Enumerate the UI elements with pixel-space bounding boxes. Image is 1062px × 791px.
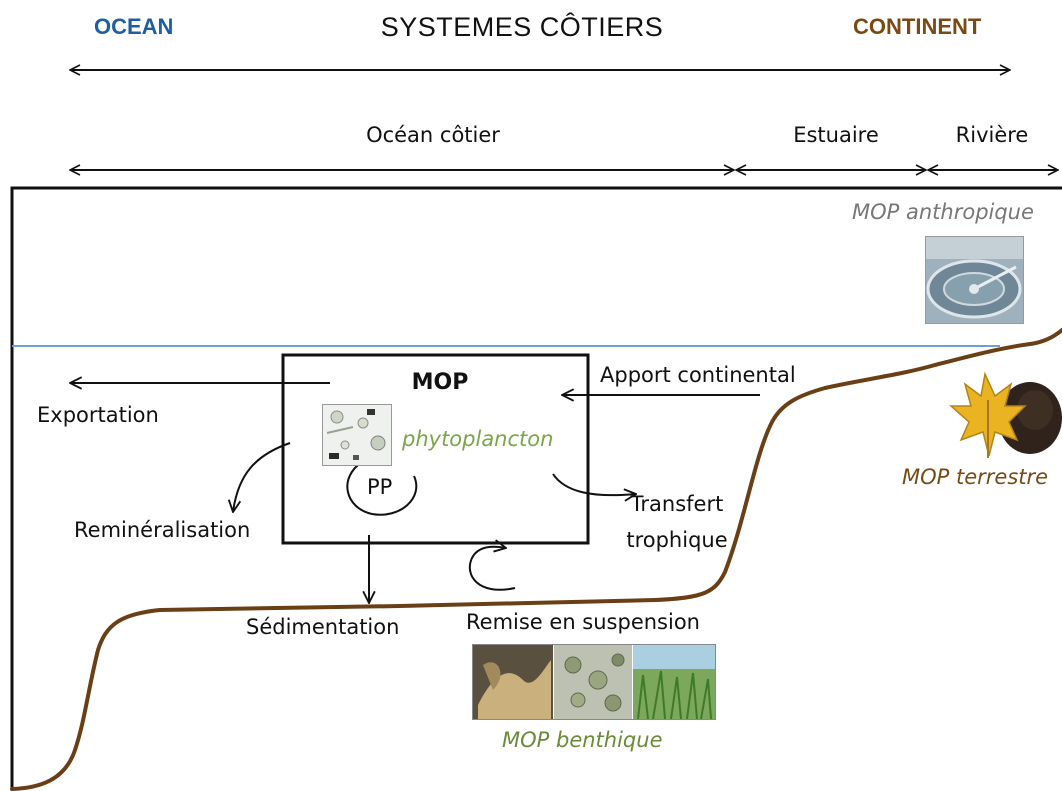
trophic-transfer-label-line1: Transfert xyxy=(630,492,724,516)
benthic-images-strip xyxy=(472,644,716,720)
benthic-mop-label: MOP benthique xyxy=(502,728,663,752)
wastewater-plant-image xyxy=(925,236,1024,324)
phytoplankton-image xyxy=(322,404,392,466)
remineralisation-label: Reminéralisation xyxy=(74,518,251,542)
seabed-profile xyxy=(10,328,1062,791)
remineralisation-arrow xyxy=(233,442,291,512)
ocean-label: OCEAN xyxy=(94,14,174,39)
mop-box-title: MOP xyxy=(411,370,469,395)
primary-production-loop xyxy=(346,461,418,516)
terrestrial-mop-label: MOP terrestre xyxy=(902,465,1049,489)
continental-input-label: Apport continental xyxy=(600,363,796,387)
diagram-title: SYSTEMES CÔTIERS xyxy=(380,12,664,42)
export-label: Exportation xyxy=(37,403,159,427)
zone-river: Rivière xyxy=(955,123,1029,147)
trophic-transfer-label-line2: trophique xyxy=(626,528,728,552)
leaf-soil-image xyxy=(945,370,1062,462)
system-frame xyxy=(10,186,1062,789)
sedimentation-label: Sédimentation xyxy=(246,615,400,639)
anthropic-mop-label: MOP anthropique xyxy=(852,200,1034,224)
continent-label: CONTINENT xyxy=(853,14,982,39)
primary-production-label: PP xyxy=(367,475,393,499)
zone-estuary: Estuaire xyxy=(793,123,879,147)
trophic-transfer-arrow xyxy=(552,473,636,495)
resuspension-label: Remise en suspension xyxy=(466,610,700,634)
resuspension-arrow xyxy=(468,547,516,591)
zone-coastal-ocean: Océan côtier xyxy=(366,123,500,147)
phytoplankton-label: phytoplancton xyxy=(402,427,554,451)
mop-box xyxy=(281,353,590,545)
